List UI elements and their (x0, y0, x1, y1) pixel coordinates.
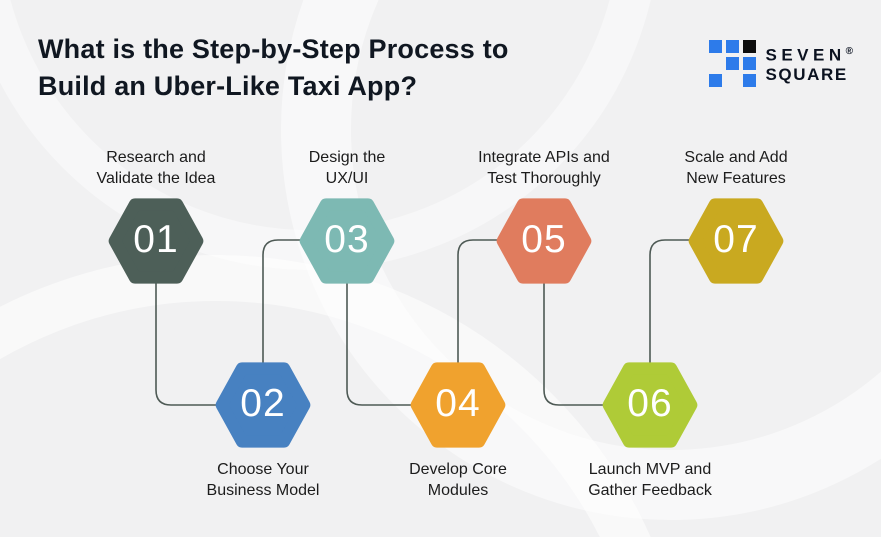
step-number: 06 (627, 382, 673, 425)
registered-trademark-symbol: ® (845, 45, 853, 57)
step-number: 04 (435, 382, 481, 425)
step-hexagon: 05 (496, 197, 592, 285)
page-title: What is the Step-by-Step Process to Buil… (38, 31, 509, 105)
logo-grid-square (709, 40, 723, 53)
hexagon-shape (410, 362, 506, 448)
logo-word-square: SQUARE (765, 65, 848, 85)
connector-path (155, 239, 695, 406)
step-number: 01 (133, 218, 179, 261)
step-hexagon: 01 (108, 197, 204, 285)
step-hexagon: 06 (602, 361, 698, 449)
seven-square-logo: SEVEN® SQUARE (709, 40, 853, 87)
logo-word-seven: SEVEN® (765, 45, 853, 65)
step-hexagon: 02 (215, 361, 311, 449)
step-number: 03 (324, 218, 370, 261)
step-hexagon: 04 (410, 361, 506, 449)
step-number: 05 (521, 218, 567, 261)
step-hexagon: 03 (299, 197, 395, 285)
logo-grid-square (726, 57, 740, 70)
logo-grid-square (743, 74, 757, 87)
step-number: 07 (713, 218, 759, 261)
hexagon-shape (215, 362, 311, 448)
step-hexagon: 07 (688, 197, 784, 285)
logo-wordmark: SEVEN® SQUARE (765, 42, 853, 86)
hexagon-shape (688, 198, 784, 284)
title-line-1: What is the Step-by-Step Process to (38, 34, 509, 64)
logo-grid-square (709, 74, 723, 87)
logo-grid-square (726, 40, 740, 53)
logo-grid-icon (709, 40, 757, 87)
step-number: 02 (240, 382, 286, 425)
logo-grid-square (743, 40, 757, 53)
logo-grid-square (743, 57, 757, 70)
title-line-2: Build an Uber-Like Taxi App? (38, 71, 418, 101)
